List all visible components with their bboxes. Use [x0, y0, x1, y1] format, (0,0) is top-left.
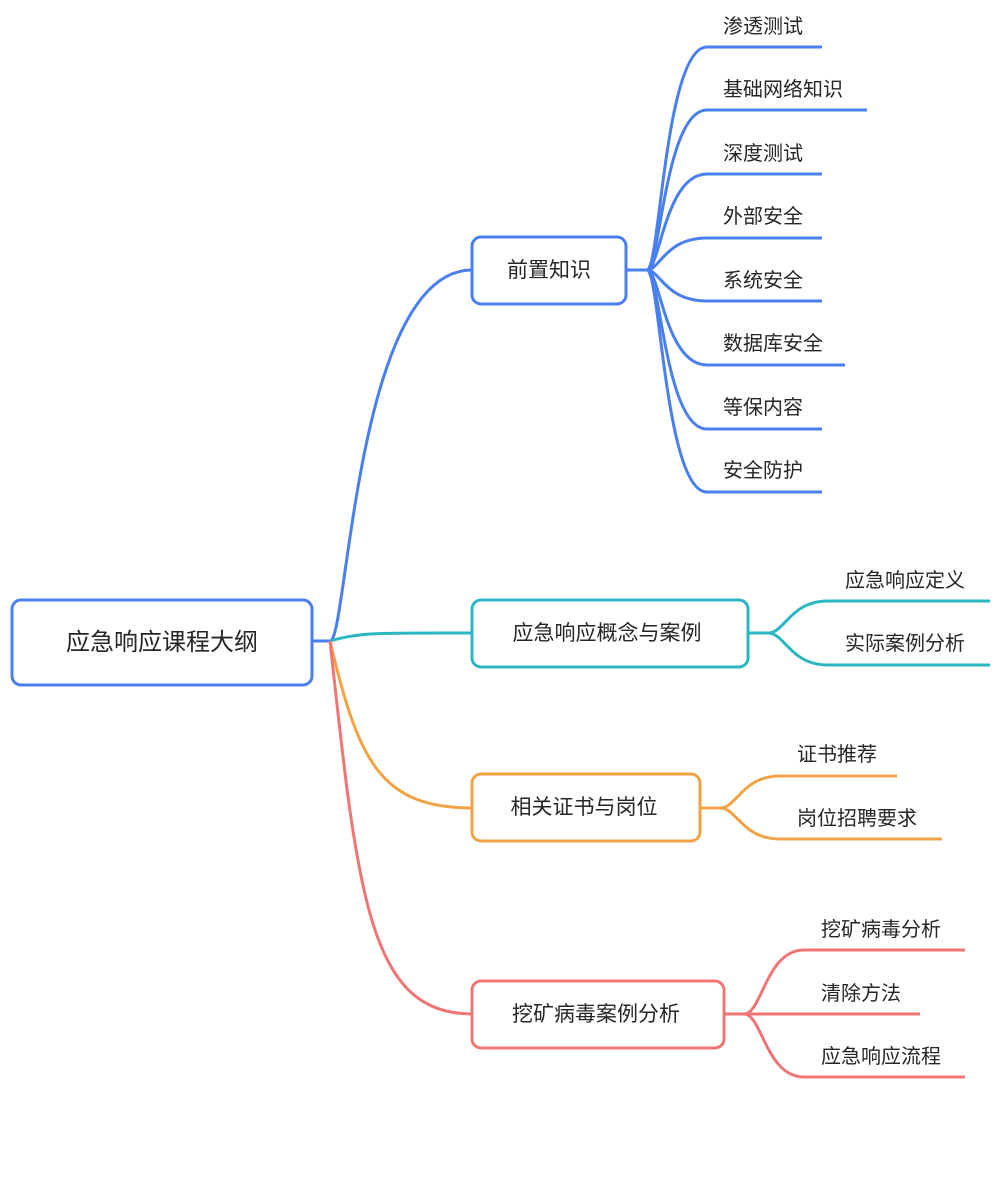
leaf-node[interactable]: 系统安全: [723, 268, 803, 292]
concepts-leaves: 应急响应定义 实际案例分析: [845, 568, 965, 655]
leaf-node[interactable]: 挖矿病毒分析: [821, 917, 941, 941]
certificates-connectors: [700, 774, 942, 841]
branch-node-mining-virus[interactable]: 挖矿病毒案例分析: [470, 979, 726, 1050]
leaf-node[interactable]: 基础网络知识: [723, 77, 843, 101]
root-node[interactable]: 应急响应课程大纲: [10, 598, 314, 687]
root-connector-concepts: [329, 631, 473, 643]
leaf-node[interactable]: 证书推荐: [797, 742, 877, 766]
branch-node-concepts[interactable]: 应急响应概念与案例: [470, 598, 750, 669]
branch-node-certificates[interactable]: 相关证书与岗位: [470, 772, 702, 843]
leaf-node[interactable]: 岗位招聘要求: [797, 806, 917, 830]
root-connector-mining-virus: [328, 640, 473, 1016]
branch-label: 相关证书与岗位: [511, 795, 658, 819]
leaf-node[interactable]: 等保内容: [723, 395, 803, 419]
leaf-node[interactable]: 清除方法: [821, 981, 901, 1005]
leaf-node[interactable]: 深度测试: [723, 141, 803, 165]
branch-node-prerequisites[interactable]: 前置知识: [470, 235, 628, 306]
concepts-connectors: [748, 599, 990, 667]
prerequisites-connectors: [626, 45, 867, 494]
leaf-node[interactable]: 应急响应流程: [821, 1044, 941, 1068]
prerequisites-leaves: 渗透测试 基础网络知识 深度测试 外部安全 系统安全 数据库安全 等保内容 安全…: [723, 14, 843, 482]
leaf-node[interactable]: 数据库安全: [723, 331, 823, 355]
mining-virus-leaves: 挖矿病毒分析 清除方法 应急响应流程: [821, 917, 941, 1068]
root-label: 应急响应课程大纲: [66, 628, 258, 656]
mining-virus-connectors: [724, 948, 965, 1079]
leaf-node[interactable]: 安全防护: [723, 458, 803, 482]
leaf-node[interactable]: 实际案例分析: [845, 631, 965, 655]
branch-label: 前置知识: [507, 258, 591, 282]
root-connector-certificates: [328, 640, 473, 810]
leaf-node[interactable]: 外部安全: [723, 204, 803, 228]
certificates-leaves: 证书推荐 岗位招聘要求: [797, 742, 917, 830]
leaf-node[interactable]: 应急响应定义: [845, 568, 965, 592]
branch-label: 应急响应概念与案例: [513, 621, 702, 645]
branch-label: 挖矿病毒案例分析: [512, 1002, 680, 1026]
leaf-node[interactable]: 渗透测试: [723, 14, 803, 38]
root-connector-prerequisites: [312, 268, 473, 643]
